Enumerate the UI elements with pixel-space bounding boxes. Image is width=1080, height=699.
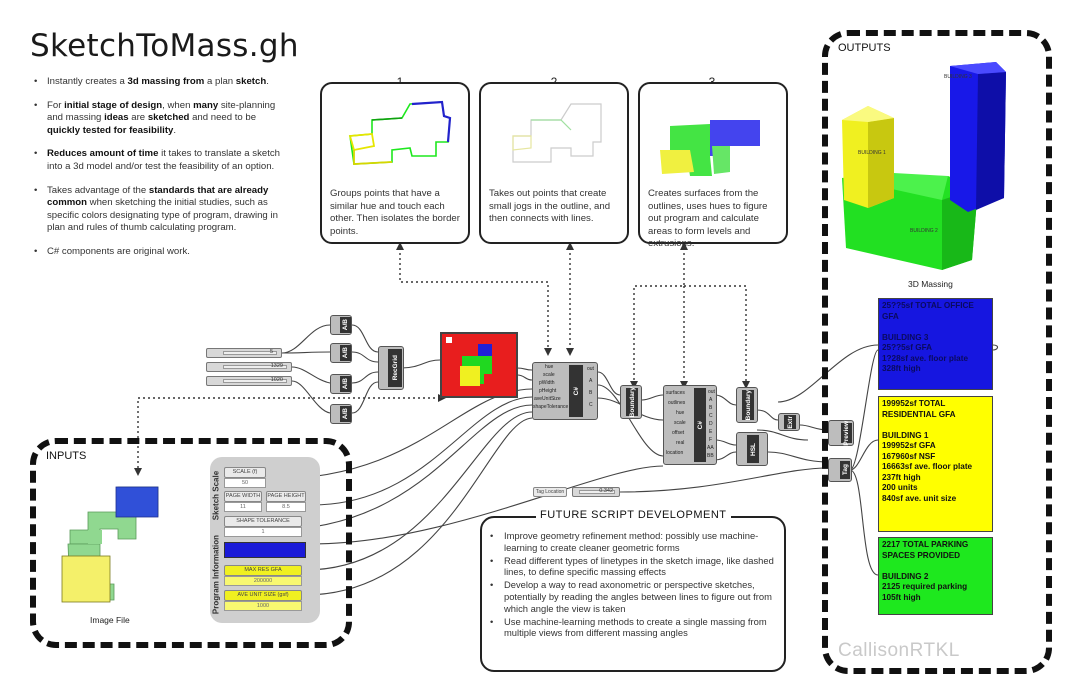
bullet-item: C# components are original work. bbox=[32, 246, 282, 259]
ab-division-node[interactable]: A/B bbox=[330, 343, 352, 363]
bullet-item: Reduces amount of time it takes to trans… bbox=[32, 148, 282, 173]
massing-caption: 3D Massing bbox=[908, 279, 953, 289]
ave-unit-size-input[interactable]: 1000 bbox=[224, 601, 302, 611]
intro-bullet-list: Instantly creates a 3d massing from a pl… bbox=[32, 76, 282, 270]
future-development-title: FUTURE SCRIPT DEVELOPMENT bbox=[536, 509, 731, 521]
future-item: Improve geometry refinement method: poss… bbox=[490, 530, 780, 554]
bullet-item: For initial stage of design, when many s… bbox=[32, 100, 282, 138]
ave-unit-size-label: AVE UNIT SIZE (gsf) bbox=[224, 590, 302, 601]
building-label-1: BUILDING 1 bbox=[858, 150, 886, 156]
sketch-scale-label: Sketch Scale bbox=[211, 470, 221, 521]
step-text-2: Takes out points that create small jogs … bbox=[489, 188, 611, 224]
building-label-3: BUILDING 3 bbox=[944, 74, 972, 80]
number-slider-2[interactable]: 1329 bbox=[206, 362, 292, 372]
page-width-label: PAGE WIDTH bbox=[224, 491, 262, 502]
ab-division-node[interactable]: A/B bbox=[330, 374, 352, 394]
tag-node[interactable]: Tag bbox=[828, 458, 852, 482]
outline-cleanup-illustration bbox=[512, 103, 602, 163]
step-box-1: Groups points that have a similar hue an… bbox=[320, 82, 470, 244]
ab-division-node[interactable]: A/B bbox=[330, 315, 352, 335]
step-box-3: Creates surfaces from the outlines, uses… bbox=[638, 82, 788, 249]
step-text-3: Creates surfaces from the outlines, uses… bbox=[648, 188, 768, 249]
max-res-gfa-label: MAX RES GFA bbox=[224, 565, 302, 576]
inputs-frame bbox=[30, 438, 352, 648]
tag-location-label: Tag Location bbox=[533, 487, 567, 497]
extrude-node[interactable]: Extr bbox=[778, 413, 800, 431]
page-title: SketchToMass.gh bbox=[30, 28, 299, 64]
preview-node[interactable]: Preview bbox=[828, 420, 854, 446]
future-item: Read different types of linetypes in the… bbox=[490, 555, 780, 579]
image-sampler-node[interactable] bbox=[440, 332, 518, 398]
step-text-1: Groups points that have a similar hue an… bbox=[330, 188, 460, 237]
outputs-frame bbox=[822, 30, 1052, 674]
future-development-box: FUTURE SCRIPT DEVELOPMENT Improve geomet… bbox=[480, 509, 786, 672]
scale-label: SCALE (f) bbox=[224, 467, 266, 478]
bullet-item: Instantly creates a 3d massing from a pl… bbox=[32, 76, 282, 89]
building-label-2: BUILDING 2 bbox=[910, 228, 938, 234]
watermark: CallisonRTKL bbox=[838, 640, 960, 661]
recgrid-node[interactable]: RecGrid bbox=[378, 346, 404, 390]
boundary-surfaces-node-2[interactable]: Boundary bbox=[736, 387, 758, 423]
boundary-surfaces-node-1[interactable]: Boundary bbox=[620, 385, 642, 419]
3d-massing-render: BUILDING 3 BUILDING 1 BUILDING 2 bbox=[842, 62, 1006, 270]
future-development-list: Improve geometry refinement method: poss… bbox=[490, 530, 780, 640]
inputs-label: INPUTS bbox=[42, 450, 91, 462]
max-res-gfa-input[interactable]: 200000 bbox=[224, 576, 302, 586]
page-height-input[interactable]: 8.5 bbox=[266, 502, 306, 512]
ab-division-node[interactable]: A/B bbox=[330, 404, 352, 424]
shape-tolerance-input[interactable]: 1 bbox=[224, 527, 302, 537]
surface-creation-illustration bbox=[660, 120, 760, 176]
csharp-script-node-1[interactable]: C# hue scale pWidth pHeight aveUnitSize … bbox=[532, 362, 598, 420]
shape-tolerance-label: SHAPE TOLERANCE bbox=[224, 516, 302, 527]
outputs-label: OUTPUTS bbox=[834, 42, 895, 54]
step-box-2: Takes out points that create small jogs … bbox=[479, 82, 629, 244]
program-info-label: Program Information bbox=[211, 534, 221, 615]
future-item: Develop a way to read axonometric or per… bbox=[490, 579, 780, 614]
number-slider-3[interactable]: 1020 bbox=[206, 376, 292, 386]
scale-input[interactable]: 50 bbox=[224, 478, 266, 488]
hsl-colour-node[interactable]: HSL bbox=[736, 432, 768, 466]
image-preview bbox=[446, 337, 492, 386]
number-slider-1[interactable]: 5 bbox=[206, 348, 282, 358]
sketch-image-file bbox=[61, 486, 159, 603]
future-item: Use machine-learning methods to create a… bbox=[490, 616, 780, 640]
page-width-input[interactable]: 11 bbox=[224, 502, 262, 512]
hue-grouping-illustration bbox=[348, 100, 452, 165]
bullet-item: Takes advantage of the standards that ar… bbox=[32, 185, 282, 235]
image-file-caption: Image File bbox=[90, 615, 130, 625]
csharp-script-node-2[interactable]: C# surfaces outlines hue scale offset re… bbox=[663, 385, 717, 465]
tag-location-slider[interactable]: 0.342 bbox=[572, 487, 620, 497]
page-height-label: PAGE HEIGHT bbox=[266, 491, 306, 502]
office-color-swatch[interactable] bbox=[224, 542, 306, 558]
